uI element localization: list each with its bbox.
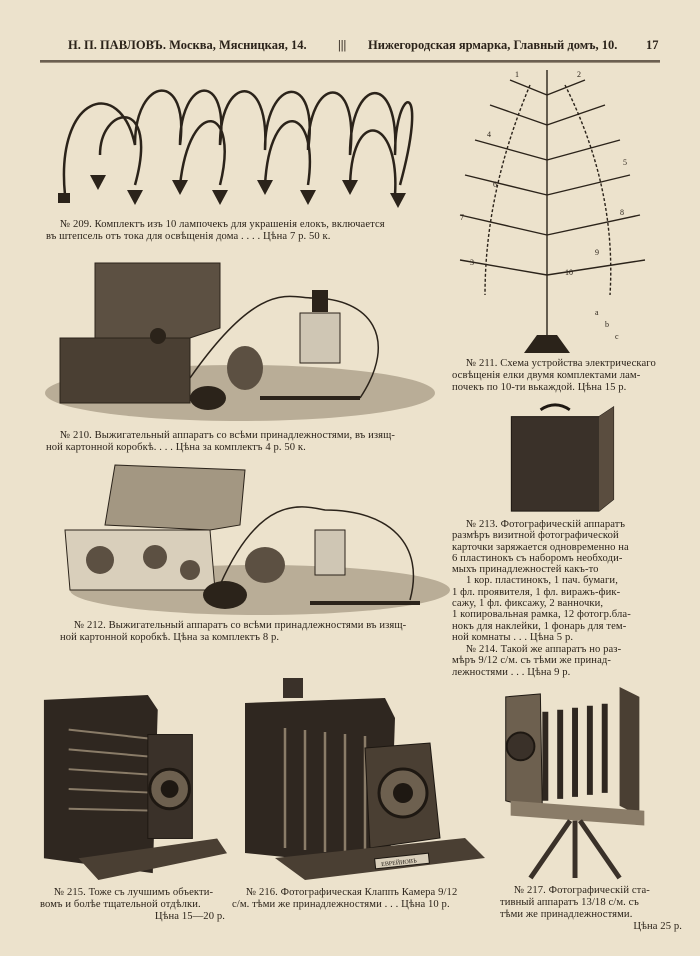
svg-text:b: b bbox=[605, 320, 609, 329]
svg-text:5: 5 bbox=[623, 158, 627, 167]
svg-text:4: 4 bbox=[487, 130, 491, 139]
header-separator: ||| bbox=[338, 38, 347, 52]
svg-text:3: 3 bbox=[470, 258, 474, 267]
folding-camera-215-illustration bbox=[43, 694, 228, 881]
page-header: Н. П. ПАВЛОВЪ. Москва, Мясницкая, 14. ||… bbox=[40, 38, 660, 58]
svg-text:9: 9 bbox=[595, 248, 599, 257]
caption-215: № 215. Тоже съ лучшимъ объекти- вомъ и б… bbox=[40, 887, 225, 922]
box-camera-illustration bbox=[510, 403, 615, 512]
light-string-illustration bbox=[58, 89, 414, 208]
tripod-camera-217-illustration bbox=[505, 686, 645, 880]
electric-tree-diagram: 1 2 3 4 5 6 7 8 9 10 abc bbox=[459, 70, 646, 353]
caption-217: № 217. Фотографическій ста- тивный аппар… bbox=[500, 885, 682, 932]
svg-text:2: 2 bbox=[577, 70, 581, 79]
svg-text:7: 7 bbox=[460, 213, 464, 222]
svg-text:c: c bbox=[615, 332, 619, 341]
svg-text:1: 1 bbox=[515, 70, 519, 79]
caption-214: № 214. Такой же аппаратъ но раз- мѣръ 9/… bbox=[452, 644, 622, 678]
header-rule bbox=[40, 60, 660, 63]
header-publisher: Н. П. ПАВЛОВЪ. Москва, Мясницкая, 14. bbox=[68, 38, 307, 52]
page-number: 17 bbox=[646, 38, 659, 52]
svg-text:8: 8 bbox=[620, 208, 624, 217]
klapp-camera-216-illustration: ЕВРЕЙНОВЪ bbox=[245, 678, 485, 880]
maker-plate: ЕВРЕЙНОВЪ bbox=[381, 856, 418, 868]
decorated-pyrography-set-illustration bbox=[64, 464, 450, 615]
caption-216: № 216. Фотографическая Клаппъ Камера 9/1… bbox=[232, 887, 458, 910]
caption-209: № 209. Комплектъ изъ 10 лампочекъ для ук… bbox=[46, 219, 385, 242]
caption-213: № 213. Фотографическій аппаратъ размѣръ … bbox=[452, 519, 631, 643]
pyrography-set-illustration bbox=[45, 262, 435, 421]
svg-text:10: 10 bbox=[565, 268, 573, 277]
svg-text:a: a bbox=[595, 308, 599, 317]
tree-lamp-numbers: 1 2 3 4 5 6 7 8 9 10 abc bbox=[460, 70, 627, 341]
svg-text:6: 6 bbox=[493, 180, 497, 189]
caption-211: № 211. Схема устройства электрическаго о… bbox=[452, 358, 656, 393]
caption-210: № 210. Выжигательный аппаратъ со всѣми п… bbox=[46, 430, 396, 453]
header-fair-address: Нижегородская ярмарка, Главный домъ, 10. bbox=[368, 38, 618, 52]
light-bulbs bbox=[58, 175, 406, 208]
caption-212: № 212. Выжигательный аппаратъ со всѣми п… bbox=[60, 620, 407, 643]
